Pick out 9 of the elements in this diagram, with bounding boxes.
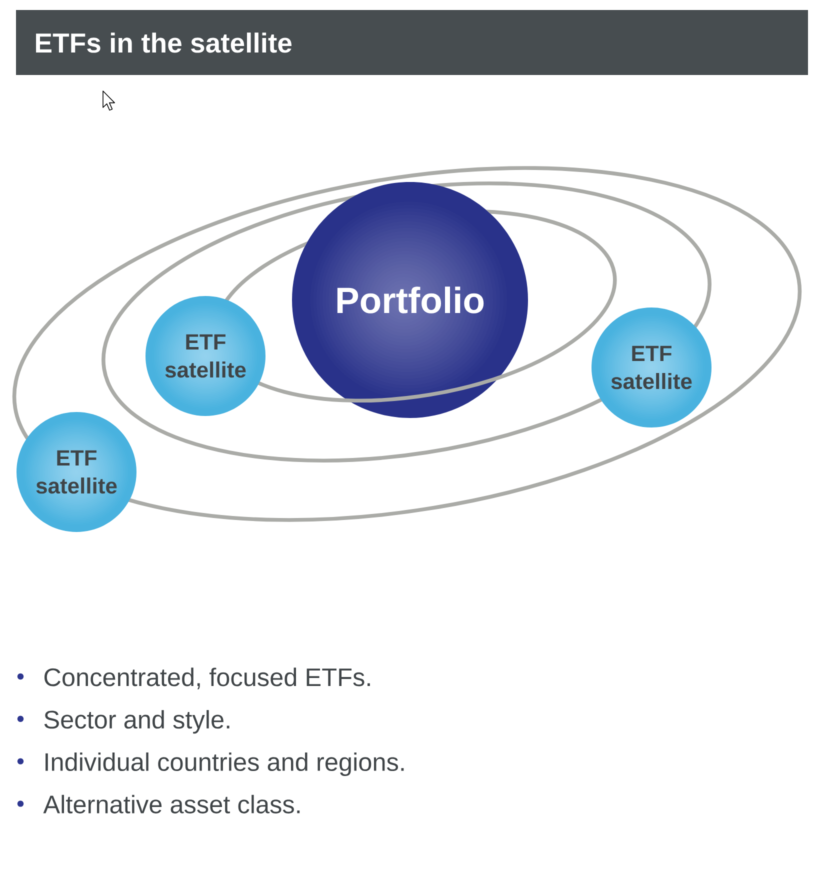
satellite-label: ETF satellite — [165, 334, 246, 378]
bullet-text: Concentrated, focused ETFs. — [44, 668, 370, 690]
planet-label: Portfolio — [337, 286, 484, 314]
bullet-text: Alternative asset class. — [43, 794, 300, 814]
title-bar: ETFs in the satellite — [16, 10, 808, 75]
bullet-text: Individual countries and regions. — [46, 752, 404, 776]
bullet-text: Sector and style. — [44, 710, 230, 734]
satellite-label: ETF satellite — [611, 346, 692, 390]
satellite-label: ETF satellite — [36, 450, 117, 494]
